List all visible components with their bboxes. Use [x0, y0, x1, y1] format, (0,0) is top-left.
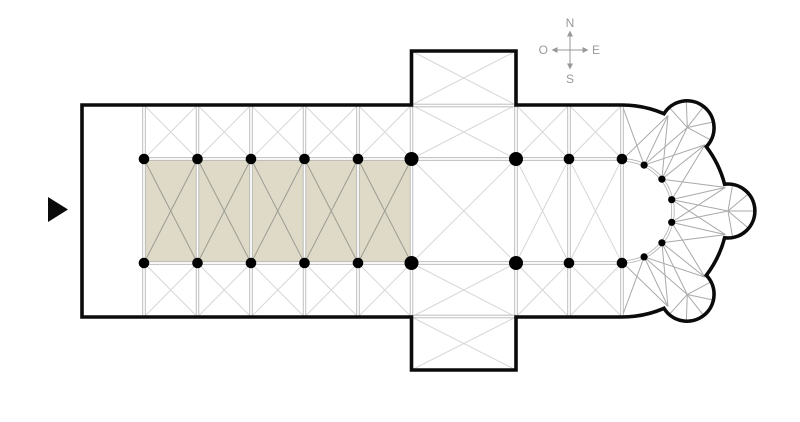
compass-north-arrowhead [567, 30, 573, 37]
compass-label-south: S [566, 72, 574, 86]
ambulatory-ribs [621, 100, 755, 322]
vault-ribs-light [143, 50, 623, 371]
pier-dots [138, 152, 676, 270]
compass-west-arrowhead [551, 47, 558, 53]
compass-south-arrowhead [567, 63, 573, 70]
entrance-arrow-icon [48, 197, 68, 222]
compass-label-north: N [566, 16, 575, 30]
compass-rose-icon: N O E S [539, 16, 600, 86]
compass-label-east: E [592, 43, 600, 57]
vault-ribs-highlighted [143, 158, 412, 264]
compass-label-west: O [539, 43, 548, 57]
wall-outline [80, 49, 757, 372]
outer-walls [80, 49, 757, 372]
compass-east-arrowhead [582, 47, 589, 53]
